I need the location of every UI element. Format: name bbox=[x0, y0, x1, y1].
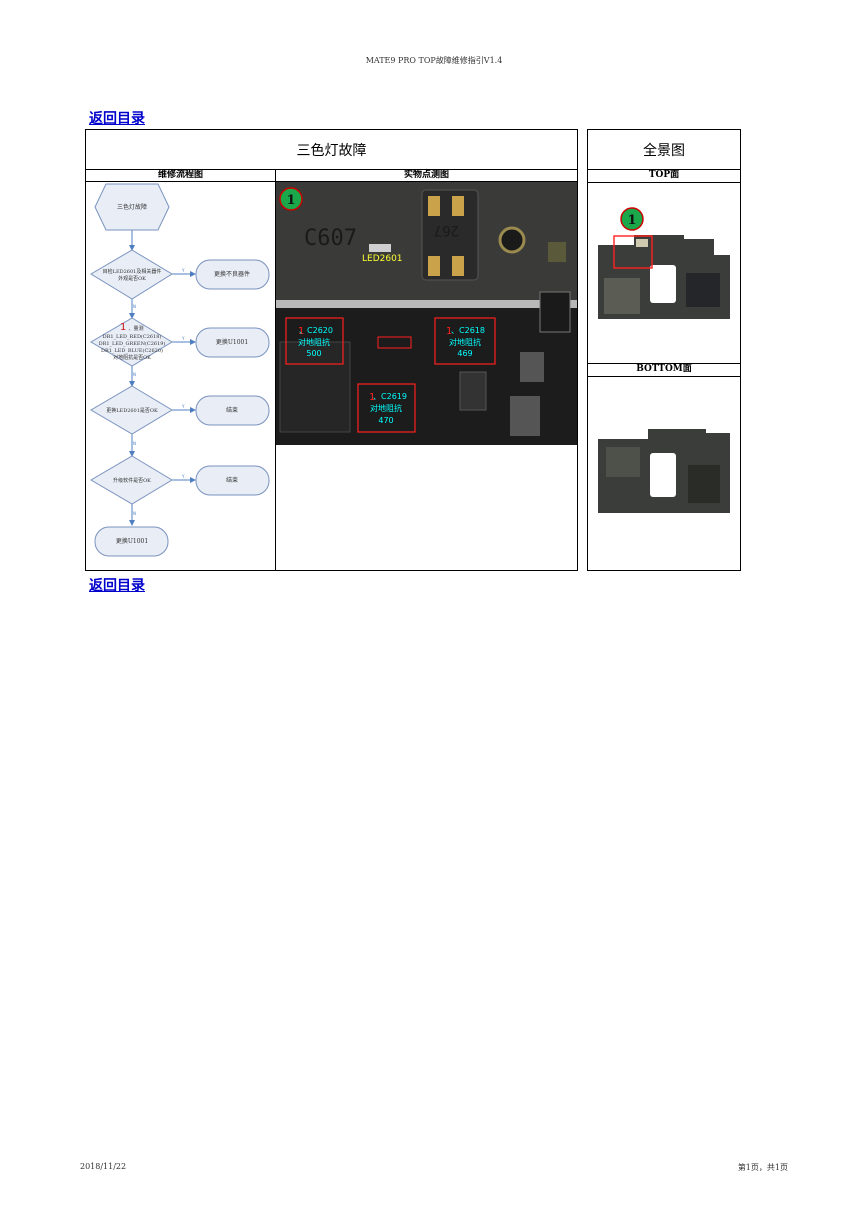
flow-end-text: 结束 bbox=[226, 406, 238, 414]
flow-measure-line1: 、量测 bbox=[128, 325, 143, 332]
top-side-board-image: 1 bbox=[598, 207, 730, 319]
flow-upgrade-node bbox=[90, 455, 173, 505]
c2618-desc: 对地阻抗 bbox=[449, 337, 481, 347]
flow-replace-bad-text: 更换不良器件 bbox=[214, 270, 250, 278]
overview-marker-icon bbox=[620, 207, 644, 231]
c2620-box bbox=[285, 317, 344, 365]
c2620-step-number: 1 bbox=[298, 326, 304, 337]
flow-replace-u1001-final-text: 更换U1001 bbox=[116, 537, 148, 545]
flow-check-led-line2: 外观是否OK bbox=[118, 275, 146, 282]
panel-body: Y N Y N Y N Y N 三色灯故障 目检LED2601及相关器件 外观是… bbox=[86, 182, 577, 570]
c2619-step-number: 1 bbox=[369, 392, 375, 403]
c2619-box bbox=[357, 383, 416, 433]
flow-measure-line2: DR1_LED_RED(C2618) bbox=[103, 333, 162, 340]
c2620-label: 、C2620 bbox=[299, 326, 333, 335]
edge-label-no: N bbox=[133, 304, 136, 309]
edge-label-yes: Y bbox=[181, 336, 185, 341]
edge-label-yes: Y bbox=[181, 474, 185, 479]
c2619-value: 470 bbox=[378, 416, 393, 425]
page-title: 三色灯故障 bbox=[86, 130, 577, 170]
flow-end-text: 结束 bbox=[226, 476, 238, 484]
overview-panel: 全景图 TOP面 1 BOTTOM面 bbox=[587, 129, 741, 571]
bottom-side-cell bbox=[588, 377, 740, 572]
c2619-label: 、C2619 bbox=[373, 392, 407, 401]
flowchart-svg: Y N Y N Y N Y N 三色灯故障 目检LED2601及相关器件 外观是… bbox=[90, 183, 270, 557]
c2619-desc: 对地阻抗 bbox=[370, 403, 402, 413]
c2620-desc: 对地阻抗 bbox=[298, 337, 330, 347]
column-headers: 维修流程图 实物点测图 bbox=[86, 170, 577, 182]
document-header: MATE9 PRO TOP故障维修指引V1.4 bbox=[365, 56, 503, 65]
edge-label-no: N bbox=[133, 441, 136, 446]
led2601-label: LED2601 bbox=[362, 254, 403, 264]
flow-end-node bbox=[195, 395, 270, 426]
board-photo: C607 267 LED2601 1 、C2620 对地阻抗 500 1 、C2… bbox=[276, 182, 577, 445]
flow-measure-line3: DR1_LED_GREEN(C2619) bbox=[99, 340, 166, 347]
flow-end-node bbox=[195, 465, 270, 496]
footer-page-number: 第1页，共1页 bbox=[737, 1163, 788, 1172]
flow-replace-led-node bbox=[90, 385, 173, 435]
back-to-contents-link[interactable]: 返回目录 bbox=[89, 578, 145, 594]
edge-label-yes: Y bbox=[181, 268, 185, 273]
bottom-side-board-image bbox=[598, 429, 730, 513]
top-side-header: TOP面 bbox=[588, 170, 740, 183]
board-photo-cell: C607 267 LED2601 1 、C2620 对地阻抗 500 1 、C2… bbox=[276, 182, 577, 570]
flow-replace-u1001-text: 更换U1001 bbox=[216, 338, 248, 346]
flowchart: Y N Y N Y N Y N 三色灯故障 目检LED2601及相关器件 外观是… bbox=[86, 182, 276, 570]
photo-header: 实物点测图 bbox=[276, 170, 577, 182]
back-to-contents-link[interactable]: 返回目录 bbox=[89, 111, 145, 127]
overview-marker-number: 1 bbox=[627, 213, 636, 228]
edge-label-no: N bbox=[133, 372, 136, 377]
flow-measure-node bbox=[90, 317, 173, 367]
flow-check-led-node bbox=[90, 249, 173, 300]
flow-measure-line5: 对地阻抗是否OK bbox=[113, 354, 151, 361]
silkscreen-c607: C607 bbox=[304, 226, 357, 251]
footer-date: 2018/11/22 bbox=[80, 1162, 127, 1171]
flow-measure-step-number: 1 bbox=[120, 322, 126, 333]
flow-upgrade-text: 升级软件是否OK bbox=[113, 477, 151, 484]
step-marker-number: 1 bbox=[286, 193, 295, 208]
flow-replace-led-text: 更换LED2601是否OK bbox=[106, 407, 158, 414]
flow-header: 维修流程图 bbox=[86, 170, 276, 182]
probe-point-box bbox=[377, 336, 412, 349]
bottom-side-header: BOTTOM面 bbox=[588, 364, 740, 377]
flow-start-node bbox=[94, 183, 170, 231]
step-marker-icon bbox=[279, 187, 303, 211]
top-side-cell: 1 bbox=[588, 183, 740, 364]
flow-replace-u1001-node bbox=[195, 327, 270, 358]
c2620-value: 500 bbox=[306, 349, 321, 358]
flow-start-text: 三色灯故障 bbox=[117, 203, 147, 211]
c2618-box bbox=[434, 317, 496, 365]
top-side-highlight-box bbox=[613, 235, 653, 269]
flow-replace-bad-node bbox=[195, 259, 270, 290]
flow-check-led-line1: 目检LED2601及相关器件 bbox=[103, 268, 162, 275]
edge-label-yes: Y bbox=[181, 404, 185, 409]
c2618-value: 469 bbox=[457, 349, 472, 358]
flow-replace-u1001-final-node bbox=[94, 526, 169, 557]
overview-title: 全景图 bbox=[588, 130, 740, 170]
c2618-label: 、C2618 bbox=[451, 326, 485, 335]
silkscreen-267: 267 bbox=[434, 222, 459, 238]
c2618-step-number: 1 bbox=[446, 326, 452, 337]
main-panel: 三色灯故障 维修流程图 实物点测图 bbox=[85, 129, 578, 571]
flow-measure-line4: DR1_LED_BLUE(C2620) bbox=[101, 347, 163, 354]
edge-label-no: N bbox=[133, 511, 136, 516]
